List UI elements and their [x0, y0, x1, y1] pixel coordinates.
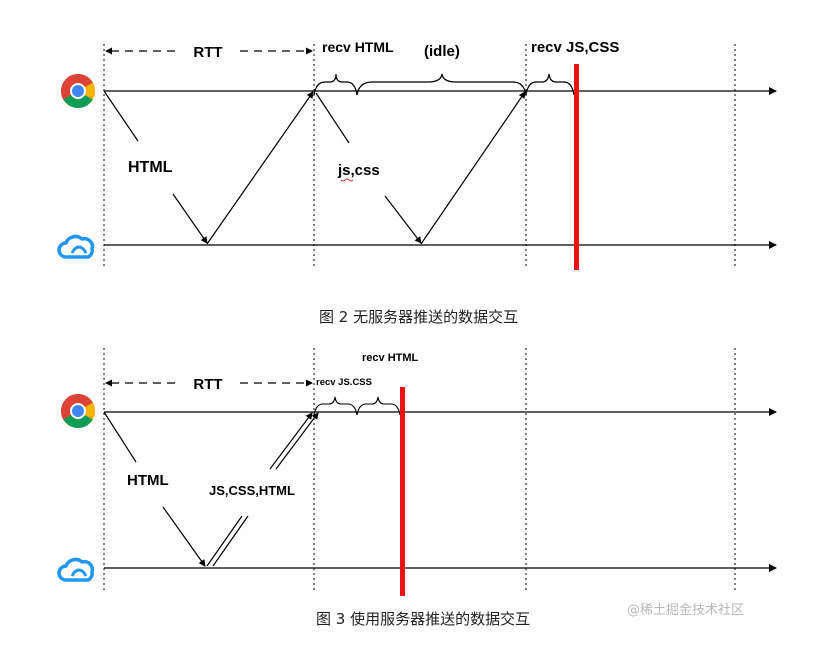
d1-brace-idle — [356, 73, 527, 96]
d2-push-line-1b — [269, 412, 313, 470]
chrome-icon — [61, 394, 95, 428]
d2-html-label: HTML — [127, 472, 169, 489]
d1-brace-recv-html — [313, 73, 358, 96]
watermark: @稀土掘金技术社区 — [627, 602, 744, 618]
d1-caption: 图 2 无服务器推送的数据交互 — [319, 308, 518, 326]
d2-push-label: JS,CSS,HTML — [209, 483, 295, 498]
chrome-icon — [61, 74, 95, 108]
d1-spellcheck-squiggle — [340, 178, 354, 182]
d1-html-label: HTML — [128, 159, 173, 176]
d1-response-line — [206, 91, 314, 245]
d1-render-marker — [574, 64, 579, 270]
d1-request-line-a — [103, 90, 139, 142]
d2-request-line-b — [162, 506, 206, 567]
d2-push-line-2b — [275, 412, 319, 470]
d1-jscss-response — [420, 91, 526, 245]
d2-caption: 图 3 使用服务器推送的数据交互 — [316, 610, 530, 628]
d2-recv-html-label: recv HTML — [362, 352, 419, 364]
d2-render-marker — [400, 387, 405, 596]
d2-push-line-1a — [206, 515, 243, 567]
d1-brace-recv-jscss — [525, 73, 575, 96]
d2-brace-recv-jscss — [313, 396, 358, 416]
cloud-icon — [57, 234, 95, 259]
d1-jscss-request-a — [315, 92, 350, 144]
diagram-1: RTT HTML recv HTML (idle) recv JS,CSS js… — [57, 39, 777, 326]
d2-rtt-label: RTT — [193, 376, 222, 393]
d1-recv-jscss-label: recv JS,CSS — [531, 39, 619, 56]
d1-idle-label: (idle) — [424, 43, 460, 60]
d1-recv-html-label: recv HTML — [322, 39, 394, 55]
d1-jscss-request-b — [384, 195, 422, 244]
diagram-2: RTT HTML JS,CSS,HTML recv HTML recv JS.C… — [57, 348, 777, 628]
d2-recv-jscss-label: recv JS.CSS — [316, 377, 372, 388]
d2-brace-recv-html — [356, 396, 401, 416]
d2-push-line-2a — [212, 515, 249, 567]
d2-request-line-a — [103, 411, 137, 463]
cloud-icon — [57, 557, 95, 582]
d1-jscss-label: js,css — [337, 162, 380, 179]
d1-request-line-b — [172, 193, 208, 244]
d1-rtt-label: RTT — [193, 44, 222, 61]
